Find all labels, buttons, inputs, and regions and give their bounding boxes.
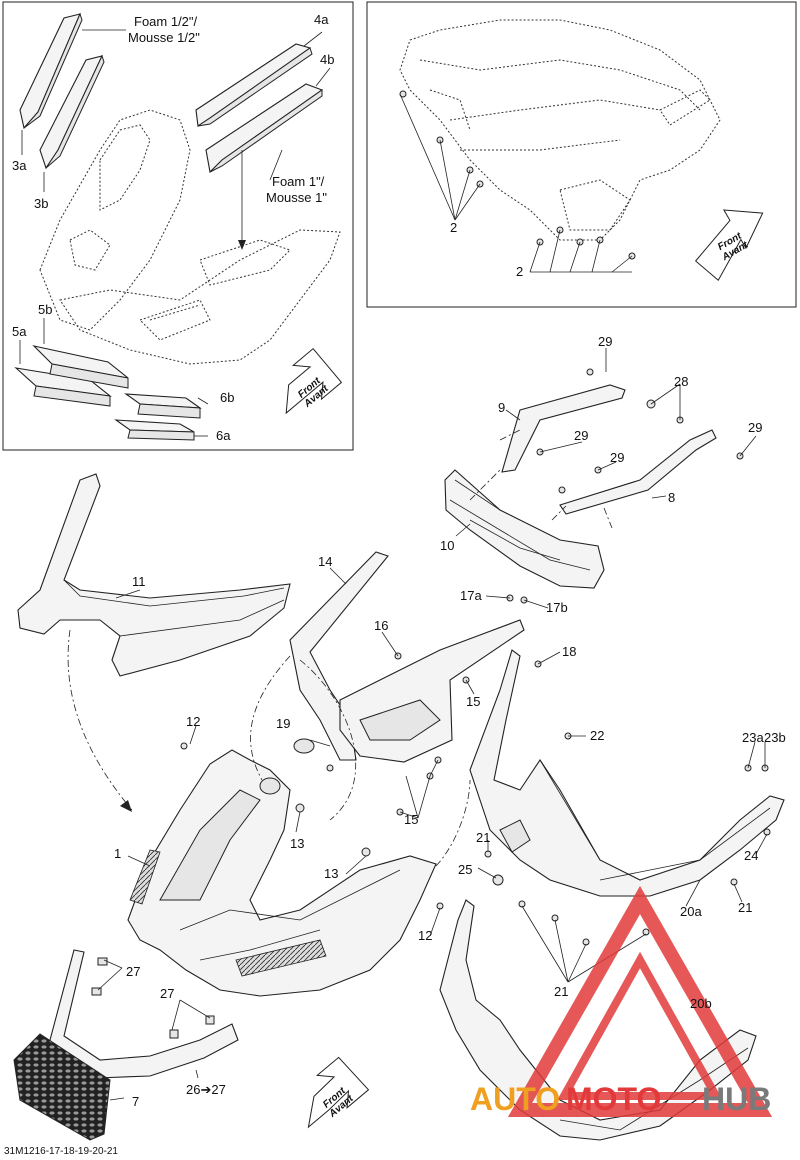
callout-19: 19: [276, 716, 290, 731]
callout-5b: 5b: [38, 302, 52, 317]
part-1-front-body: [127, 749, 437, 997]
callout-9: 9: [498, 400, 505, 415]
callout-13: 13: [290, 836, 304, 851]
assembly-lines: [67, 429, 613, 867]
front-rails-and-bumper: [444, 384, 717, 589]
callout-6b: 6b: [220, 390, 234, 405]
callout-15: 15: [466, 694, 480, 709]
foam-half-label-en: Foam 1/2"/: [134, 14, 198, 29]
top-view-bodywork: [399, 19, 721, 241]
callout-5a: 5a: [12, 324, 27, 339]
callout-1: 1: [114, 846, 121, 861]
front-arrow-icon: [307, 1056, 370, 1129]
part-14-bracket: [289, 551, 525, 763]
callout-13: 13: [324, 866, 338, 881]
foam-one-label-fr: Mousse 1": [266, 190, 327, 205]
foam-pieces: [14, 12, 324, 441]
callout-28: 28: [674, 374, 688, 389]
inset-frame-top-view: [366, 1, 797, 308]
callout-4b: 4b: [320, 52, 334, 67]
watermark-hub: HUB: [702, 1081, 771, 1117]
callout-21: 21: [554, 984, 568, 999]
callout-17a: 17a: [460, 588, 482, 603]
callout-12: 12: [418, 928, 432, 943]
callout-14: 14: [318, 554, 332, 569]
callout-24: 24: [744, 848, 758, 863]
callout-16: 16: [374, 618, 388, 633]
callout-3a: 3a: [12, 158, 27, 173]
callout-20a: 20a: [680, 904, 702, 919]
callout-20b: 20b: [690, 996, 712, 1011]
leader-lines: [19, 29, 768, 1101]
part-20a-side-panel: [469, 649, 785, 897]
inset-frame-foam: [2, 1, 354, 451]
part-7-grille: [13, 1033, 111, 1141]
callout-2: 2: [516, 264, 523, 279]
callout-29: 29: [598, 334, 612, 349]
callout-15: 15: [404, 812, 418, 827]
callout-6a: 6a: [216, 428, 231, 443]
callout-25: 25: [458, 862, 472, 877]
callout-26-27: 26➔27: [186, 1082, 226, 1097]
front-arrow-icon: [694, 209, 764, 282]
foam-half-label-fr: Mousse 1/2": [128, 30, 200, 45]
callout-8: 8: [668, 490, 675, 505]
callout-10: 10: [440, 538, 454, 553]
watermark-moto: MOTO: [566, 1081, 661, 1117]
callout-12: 12: [186, 714, 200, 729]
foam-inset-bodywork: [39, 109, 341, 365]
watermark-auto: AUTO: [470, 1081, 560, 1117]
callout-2: 2: [450, 220, 457, 235]
callout-17b: 17b: [546, 600, 568, 615]
callout-4a: 4a: [314, 12, 329, 27]
part-11-upper-panel: [17, 473, 291, 677]
callout-3b: 3b: [34, 196, 48, 211]
callout-22: 22: [590, 728, 604, 743]
callout-29: 29: [748, 420, 762, 435]
callout-18: 18: [562, 644, 576, 659]
callout-7: 7: [132, 1094, 139, 1109]
foam-one-label-en: Foam 1"/: [272, 174, 325, 189]
diagram-code: 31M1216-17-18-19-20-21: [4, 1146, 118, 1157]
callout-23b: 23b: [764, 730, 786, 745]
callout-23a: 23a: [742, 730, 764, 745]
callout-29: 29: [574, 428, 588, 443]
callout-21: 21: [738, 900, 752, 915]
callout-29: 29: [610, 450, 624, 465]
callout-labels: Foam 1/2"/ Mousse 1/2" Foam 1"/ Mousse 1…: [12, 12, 786, 1109]
callout-27: 27: [126, 964, 140, 979]
callout-27: 27: [160, 986, 174, 1001]
callout-21: 21: [476, 830, 490, 845]
watermark-logo: [507, 885, 773, 1117]
callout-11: 11: [132, 574, 146, 589]
front-arrow-icon: [285, 347, 343, 415]
